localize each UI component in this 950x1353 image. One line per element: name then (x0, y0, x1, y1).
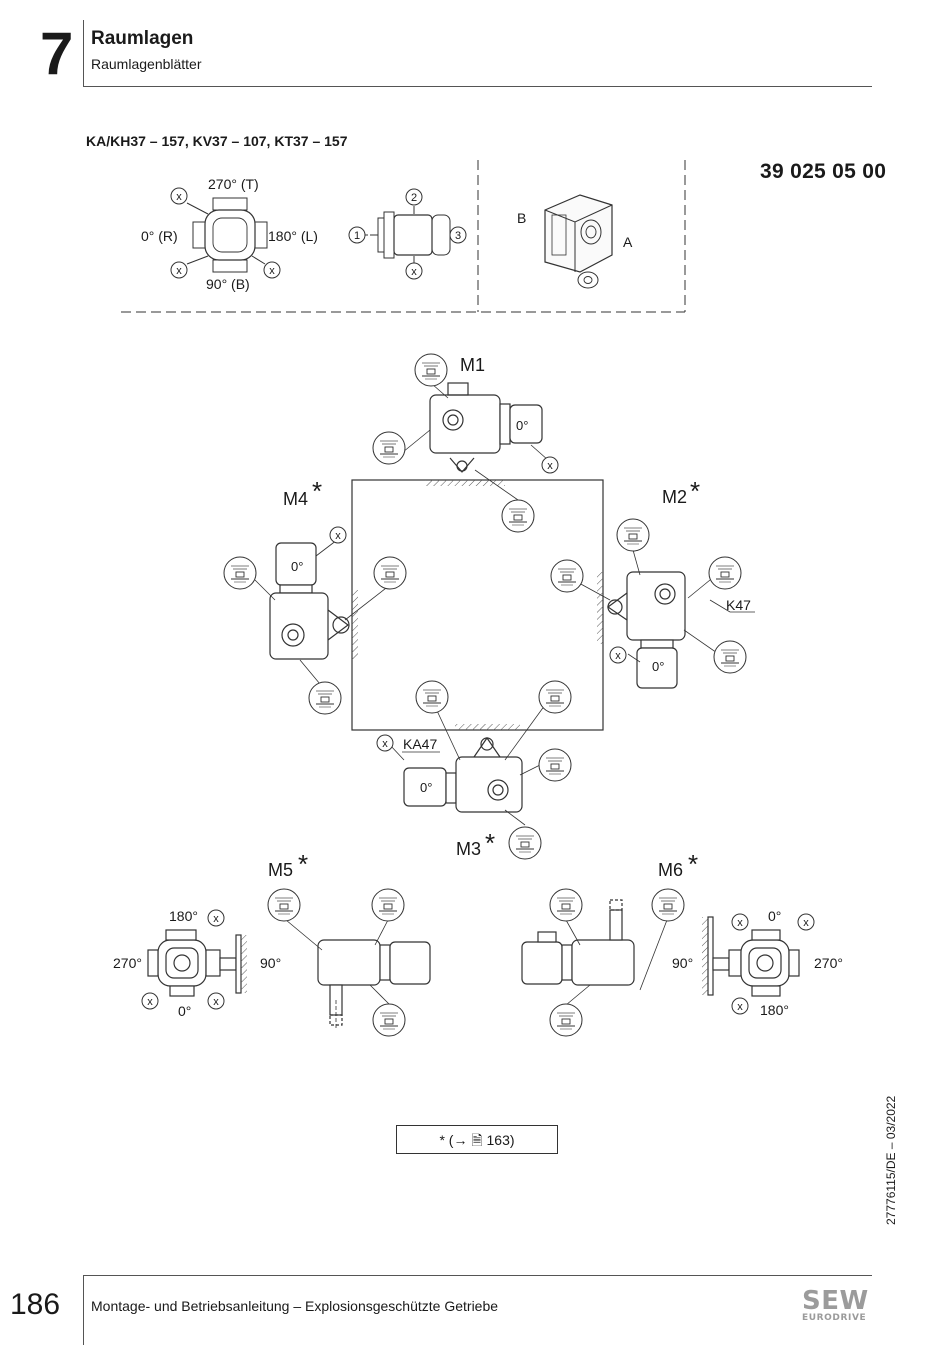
m6-angle-0: 0° (768, 908, 781, 924)
model-title: KA/KH37 – 157, KV37 – 107, KT37 – 157 (86, 133, 348, 149)
svg-text:*: * (690, 476, 700, 506)
reference-note: * (→ 🗎 163) (396, 1125, 558, 1154)
m5-side-view (317, 939, 431, 1030)
m5-angle-90: 90° (260, 955, 281, 971)
leader-lines (254, 383, 755, 826)
svg-text:x: x (213, 996, 219, 1008)
svg-text:x: x (737, 1001, 743, 1013)
reference-cube (351, 479, 604, 731)
svg-text:x: x (269, 265, 275, 277)
m2-gear-unit (606, 571, 686, 689)
cube-x-marks (329, 456, 627, 752)
document-code: 39 025 05 00 (760, 160, 887, 183)
m6-angle-90: 90° (672, 955, 693, 971)
svg-text:2: 2 (411, 192, 417, 204)
drawing-labels: 270° (T) 0° (R) 180° (L) 90° (B) x x x x… (113, 176, 843, 1019)
page-number: 186 (10, 1288, 61, 1321)
header-rule (83, 86, 872, 87)
svg-text:x: x (213, 913, 219, 925)
m6-side-view (521, 899, 635, 986)
svg-text:1: 1 (354, 230, 360, 242)
m6-angle-270: 270° (814, 955, 843, 971)
m4-gear-unit (269, 542, 350, 660)
legend-angle-left: 0° (R) (141, 228, 178, 244)
svg-text:x: x (411, 266, 417, 278)
legend-view (121, 160, 686, 313)
svg-text:0°: 0° (652, 659, 664, 674)
svg-text:0°: 0° (516, 418, 528, 433)
label-k47: K47 (726, 597, 751, 613)
legend-side-b: B (517, 210, 526, 226)
label-m3: M3 (456, 839, 481, 859)
svg-text:0°: 0° (291, 559, 303, 574)
svg-text:x: x (176, 191, 182, 203)
label-m4: M4 (283, 489, 308, 509)
page-subtitle: Raumlagenblätter (91, 56, 202, 72)
m6-front-view (702, 916, 800, 997)
label-m5: M5 (268, 860, 293, 880)
m5-front-view (147, 929, 247, 997)
m5-angle-270: 270° (113, 955, 142, 971)
m6-angle-180: 180° (760, 1002, 789, 1018)
m5-angle-0: 0° (178, 1003, 191, 1019)
footer-text: Montage- und Betriebsanleitung – Explosi… (91, 1298, 499, 1314)
sew-logo: SEW (802, 1286, 869, 1316)
svg-text:x: x (615, 650, 621, 662)
m5-leaders (285, 919, 391, 1006)
svg-text:x: x (335, 530, 341, 542)
label-m6: M6 (658, 860, 683, 880)
m1-gear-unit (429, 382, 543, 473)
legend-side-a: A (623, 234, 633, 250)
m5-angle-180: 180° (169, 908, 198, 924)
svg-text:x: x (382, 738, 388, 750)
legend-angle-top: 270° (T) (208, 176, 259, 192)
svg-text:x: x (737, 917, 743, 929)
svg-text:*: * (298, 849, 308, 879)
legend-angle-bottom: 90° (B) (206, 276, 250, 292)
page-title: Raumlagen (91, 28, 194, 49)
svg-text:*: * (688, 849, 698, 879)
svg-text:*: * (485, 828, 495, 858)
label-m2: M2 (662, 487, 687, 507)
footer-divider (83, 1275, 84, 1345)
svg-text:x: x (147, 996, 153, 1008)
m6-leaders (565, 919, 668, 1006)
svg-text:x: x (176, 265, 182, 277)
legend-angle-right: 180° (L) (268, 228, 318, 244)
header-divider (83, 20, 84, 86)
label-m1: M1 (460, 355, 485, 375)
label-ka47: KA47 (403, 736, 437, 752)
chapter-number: 7 (40, 20, 74, 87)
footer-rule (83, 1275, 872, 1276)
svg-text:x: x (547, 460, 553, 472)
svg-text:x: x (803, 917, 809, 929)
svg-text:3: 3 (455, 230, 461, 242)
m3-gear-unit (403, 736, 523, 813)
document-id: 27776115/DE – 03/2022 (884, 1095, 898, 1225)
svg-text:0°: 0° (420, 780, 432, 795)
svg-text:*: * (312, 476, 322, 506)
legend-pos-circles (348, 188, 467, 244)
eurodrive-logo: EURODRIVE (802, 1313, 867, 1323)
